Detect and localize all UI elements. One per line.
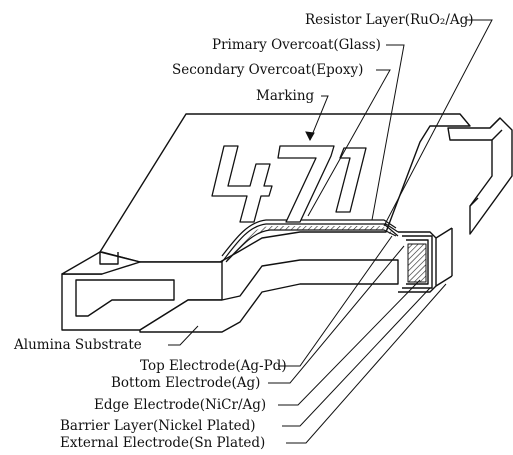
label-secondary-overcoat: Secondary Overcoat(Epoxy) [172,62,364,78]
resistor-overcoat-band [221,219,399,263]
leader-lines [168,19,493,444]
digit-1 [335,147,367,213]
marking-digits [211,145,367,223]
label-primary-overcoat: Primary Overcoat(Glass) [212,37,381,53]
label-barrier-layer: Barrier Layer(Nickel Plated) [60,418,256,434]
label-edge-electrode: Edge Electrode(NiCr/Ag) [94,397,267,413]
label-alumina-substrate: Alumina Substrate [14,337,142,353]
label-bottom-electrode: Bottom Electrode(Ag) [111,375,261,391]
alumina-substrate-body [61,113,471,333]
label-external-electrode: External Electrode(Sn Plated) [60,435,266,451]
digit-7 [277,145,335,223]
label-top-electrode: Top Electrode(Ag-Pd) [140,358,287,374]
rear-terminal [447,117,513,235]
label-resistor-layer: Resistor Layer(RuO₂/Ag) [305,12,474,28]
digit-4 [211,145,273,223]
label-marking: Marking [256,88,315,104]
